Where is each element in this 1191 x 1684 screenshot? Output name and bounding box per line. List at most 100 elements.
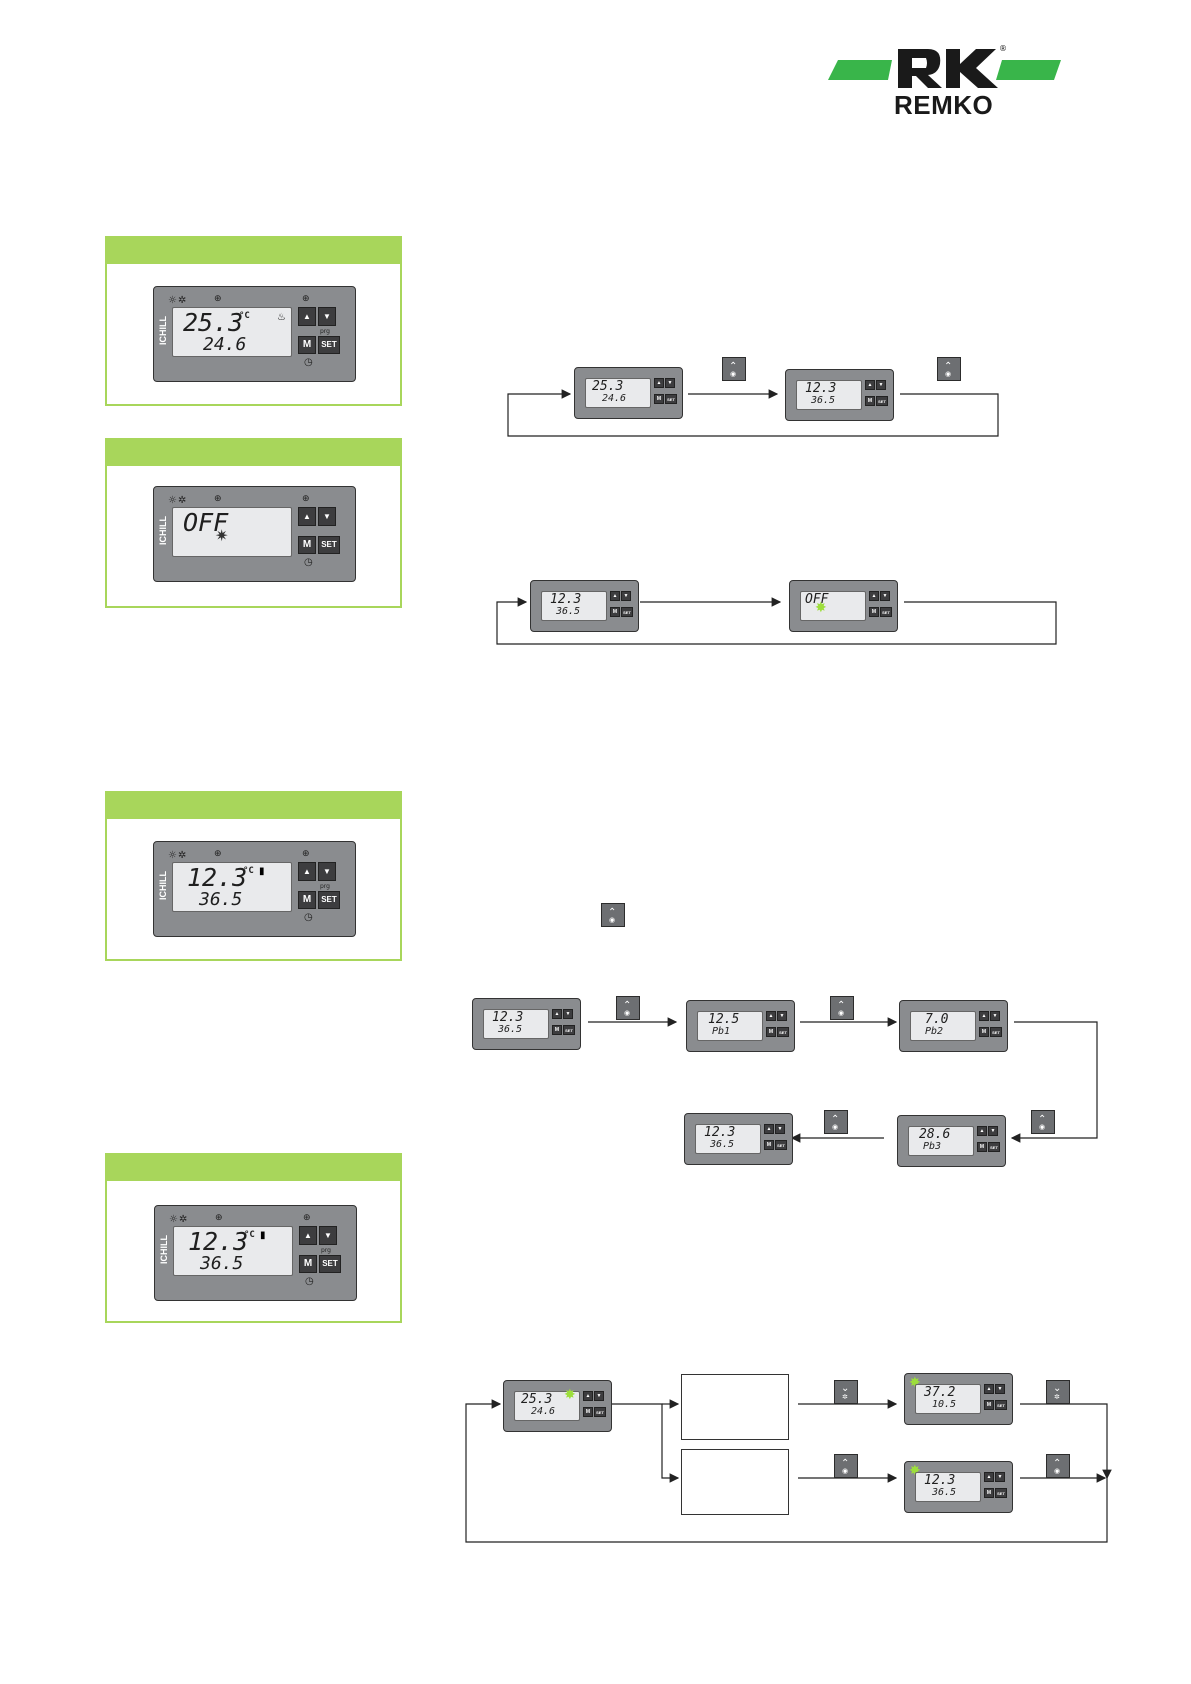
lcd-screen: 12.3 °C ▮ 36.5 bbox=[172, 862, 292, 912]
set-button[interactable]: SET bbox=[990, 1027, 1002, 1037]
set-button[interactable]: SET bbox=[563, 1025, 575, 1035]
set-button[interactable]: SET bbox=[318, 536, 340, 554]
down-button[interactable]: ▼ bbox=[990, 1011, 1000, 1021]
door-icon: ▮ bbox=[259, 866, 265, 877]
down-button[interactable]: ▼ bbox=[318, 862, 336, 881]
lcd-top-value: 25.3 bbox=[183, 308, 244, 337]
set-button[interactable]: SET bbox=[995, 1488, 1007, 1498]
down-button[interactable]: ▼ bbox=[880, 591, 890, 601]
up-key-icon: ⌃◉ bbox=[1031, 1110, 1055, 1134]
m-button[interactable]: M bbox=[583, 1407, 593, 1417]
controller-large: ☼ ✲ ⊕ ⊕ ICHILL 25.3 °C ♨ 24.6 ▲ ▼ prg M … bbox=[153, 286, 356, 382]
down-button[interactable]: ▼ bbox=[995, 1472, 1005, 1482]
up-button[interactable]: ▲ bbox=[299, 1226, 317, 1245]
down-button[interactable]: ▼ bbox=[988, 1126, 998, 1136]
up-button[interactable]: ▲ bbox=[298, 862, 316, 881]
m-button[interactable]: M bbox=[298, 891, 316, 909]
up-button[interactable]: ▲ bbox=[298, 307, 316, 326]
flash-icon: ✸ bbox=[909, 1375, 921, 1391]
fan-icon: ⊕ bbox=[302, 294, 310, 304]
down-button[interactable]: ▼ bbox=[777, 1011, 787, 1021]
panel-header bbox=[107, 238, 400, 264]
m-button[interactable]: M bbox=[977, 1142, 987, 1152]
up-button[interactable]: ▲ bbox=[984, 1384, 994, 1394]
fan-icon: ⊕ bbox=[303, 1213, 311, 1223]
set-button[interactable]: SET bbox=[777, 1027, 789, 1037]
lcd-bottom-value: 36.5 bbox=[200, 1253, 244, 1274]
down-button[interactable]: ▼ bbox=[563, 1009, 573, 1019]
set-button[interactable]: SET bbox=[319, 1255, 341, 1273]
m-button[interactable]: M bbox=[766, 1027, 776, 1037]
m-button[interactable]: M bbox=[654, 394, 664, 404]
m-button[interactable]: M bbox=[865, 396, 875, 406]
down-button[interactable]: ▼ bbox=[319, 1226, 337, 1245]
up-button[interactable]: ▲ bbox=[979, 1011, 989, 1021]
down-button[interactable]: ▼ bbox=[665, 378, 675, 388]
m-button[interactable]: M bbox=[979, 1027, 989, 1037]
panel-mode-display: ☼ ✲ ⊕ ⊕ ICHILL 12.3 °C ▮ 36.5 ▲ ▼ prg M … bbox=[105, 1153, 402, 1323]
controller-small: 12.5 Pb1 ▲ ▼ M SET bbox=[686, 1000, 795, 1052]
down-button[interactable]: ▼ bbox=[594, 1391, 604, 1401]
up-button[interactable]: ▲ bbox=[552, 1009, 562, 1019]
m-button[interactable]: M bbox=[299, 1255, 317, 1273]
up-button[interactable]: ▲ bbox=[984, 1472, 994, 1482]
snowflake-icon: ✲ bbox=[178, 295, 187, 306]
down-button[interactable]: ▼ bbox=[318, 507, 336, 526]
controller-small: 12.3 36.5 ▲ ▼ M SET bbox=[785, 369, 894, 421]
set-button[interactable]: SET bbox=[621, 607, 633, 617]
set-button[interactable]: SET bbox=[876, 396, 888, 406]
m-button[interactable]: M bbox=[764, 1140, 774, 1150]
m-button[interactable]: M bbox=[869, 607, 879, 617]
down-button[interactable]: ▼ bbox=[621, 591, 631, 601]
down-button[interactable]: ▼ bbox=[318, 307, 336, 326]
down-button[interactable]: ▼ bbox=[775, 1124, 785, 1134]
set-button[interactable]: SET bbox=[775, 1140, 787, 1150]
set-button[interactable]: SET bbox=[594, 1407, 606, 1417]
up-key-icon: ⌃◉ bbox=[937, 357, 961, 381]
m-button[interactable]: M bbox=[984, 1400, 994, 1410]
up-button[interactable]: ▲ bbox=[583, 1391, 593, 1401]
down-key-icon: ⌄✲ bbox=[834, 1380, 858, 1404]
snowflake-icon: ✲ bbox=[179, 1214, 188, 1225]
controller-small: 12.3 36.5 ▲ ▼ M SET bbox=[530, 580, 639, 632]
down-button[interactable]: ▼ bbox=[995, 1384, 1005, 1394]
m-button[interactable]: M bbox=[552, 1025, 562, 1035]
set-button[interactable]: SET bbox=[665, 394, 677, 404]
sun-icon: ☼ bbox=[169, 1214, 178, 1225]
set-button[interactable]: SET bbox=[318, 891, 340, 909]
lcd-bottom-value: 36.5 bbox=[199, 889, 243, 910]
controller-small: OFF ✸ ▲ ▼ M SET bbox=[789, 580, 898, 632]
up-button[interactable]: ▲ bbox=[610, 591, 620, 601]
lcd-bottom-value: 24.6 bbox=[602, 393, 627, 404]
remko-logo-graphic bbox=[828, 49, 1061, 88]
up-key-icon: ⌃◉ bbox=[1046, 1454, 1070, 1478]
logo-brand-text: REMKO bbox=[894, 90, 994, 120]
compressor-icon: ⊕ bbox=[214, 294, 222, 304]
up-button[interactable]: ▲ bbox=[869, 591, 879, 601]
up-button[interactable]: ▲ bbox=[977, 1126, 987, 1136]
m-button[interactable]: M bbox=[298, 536, 316, 554]
controller-small: ✸ 37.2 10.5 ▲ ▼ M SET bbox=[904, 1373, 1013, 1425]
set-button[interactable]: SET bbox=[988, 1142, 1000, 1152]
lcd-screen: 12.3 36.5 bbox=[483, 1009, 549, 1039]
up-button[interactable]: ▲ bbox=[298, 507, 316, 526]
flow4-join-upper bbox=[1020, 1403, 1112, 1480]
m-button[interactable]: M bbox=[298, 336, 316, 354]
set-button[interactable]: SET bbox=[995, 1400, 1007, 1410]
thermometer-icon: ♨ bbox=[277, 312, 286, 323]
branch-box-lower bbox=[681, 1449, 789, 1515]
lcd-bottom-value: 36.5 bbox=[498, 1024, 523, 1035]
set-button[interactable]: SET bbox=[880, 607, 892, 617]
up-button[interactable]: ▲ bbox=[654, 378, 664, 388]
up-button[interactable]: ▲ bbox=[764, 1124, 774, 1134]
up-button[interactable]: ▲ bbox=[865, 380, 875, 390]
m-button[interactable]: M bbox=[984, 1488, 994, 1498]
lcd-screen: 25.3 °C ♨ 24.6 bbox=[172, 307, 292, 357]
flash-icon: ✸ bbox=[909, 1463, 921, 1479]
m-button[interactable]: M bbox=[610, 607, 620, 617]
up-button[interactable]: ▲ bbox=[766, 1011, 776, 1021]
remko-logo: ® REMKO bbox=[828, 44, 1064, 120]
set-button[interactable]: SET bbox=[318, 336, 340, 354]
down-button[interactable]: ▼ bbox=[876, 380, 886, 390]
